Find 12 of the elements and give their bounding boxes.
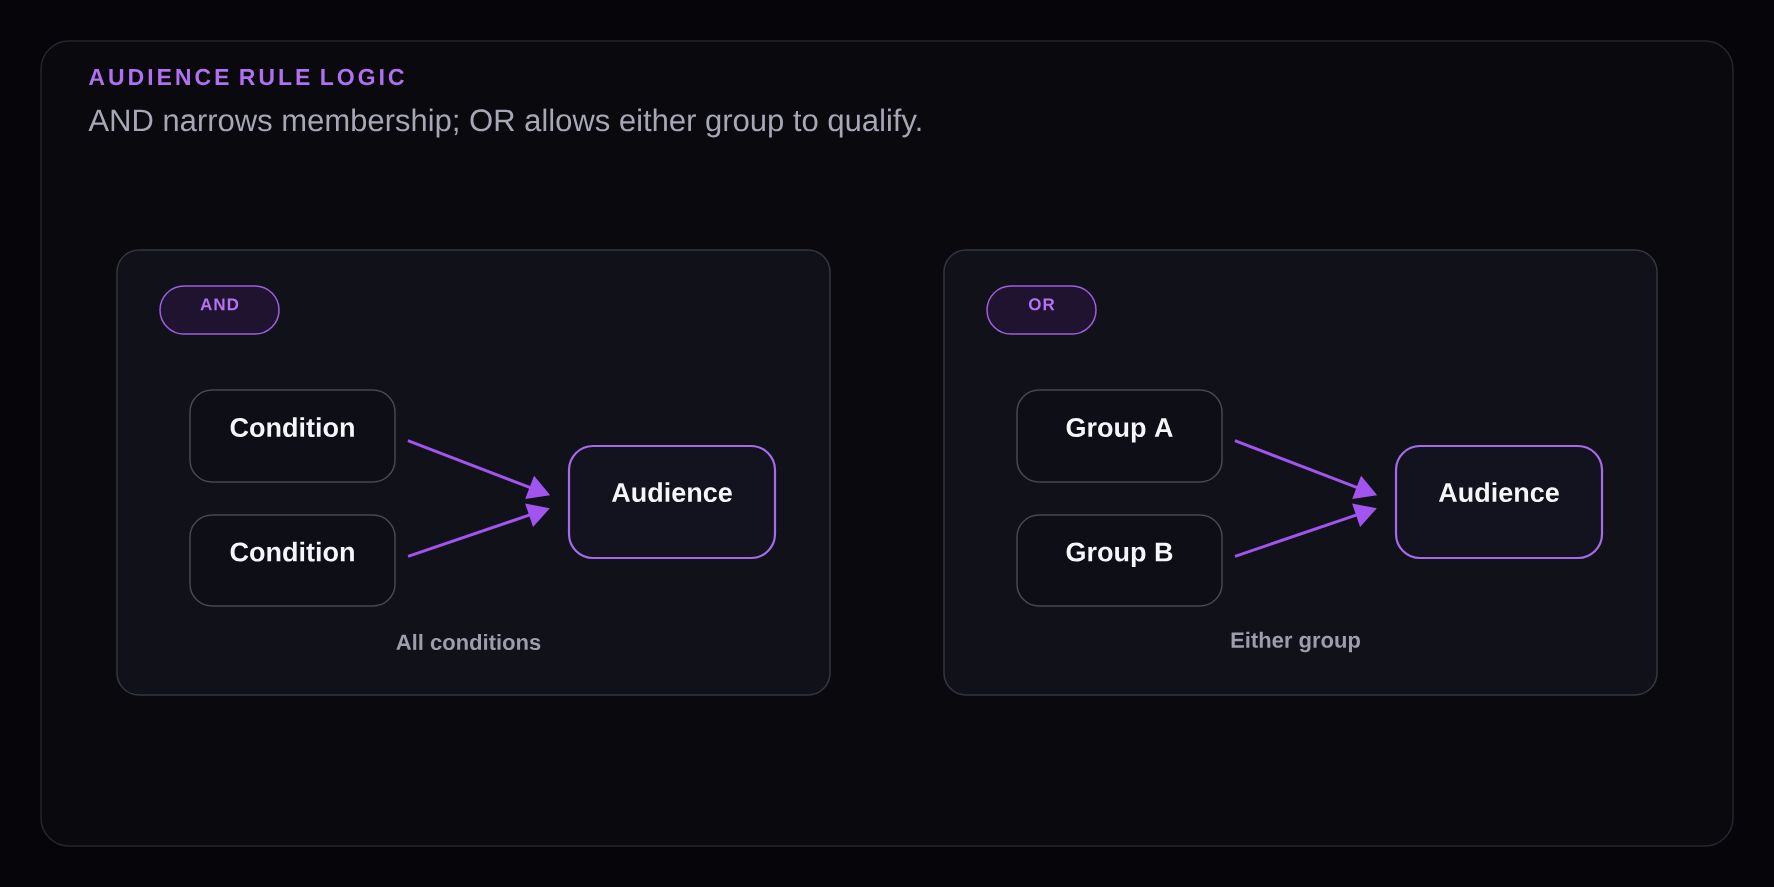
source-box: Group A — [1016, 389, 1223, 483]
operator-badge: OR — [986, 285, 1097, 335]
panel-caption: Either group — [1231, 631, 1360, 653]
source-box: Group B — [1016, 514, 1223, 607]
title: AUDIENCE RULE LOGIC — [88, 68, 404, 86]
subtitle: AND narrows membership; OR allows either group to qualify. — [88, 108, 921, 138]
panel-caption: All conditions — [396, 633, 541, 651]
source-box: Condition — [189, 514, 396, 607]
source-box: Condition — [189, 389, 396, 483]
operator-badge: AND — [159, 285, 280, 335]
result-box: Audience — [567, 444, 777, 560]
result-box: Audience — [1394, 444, 1604, 560]
